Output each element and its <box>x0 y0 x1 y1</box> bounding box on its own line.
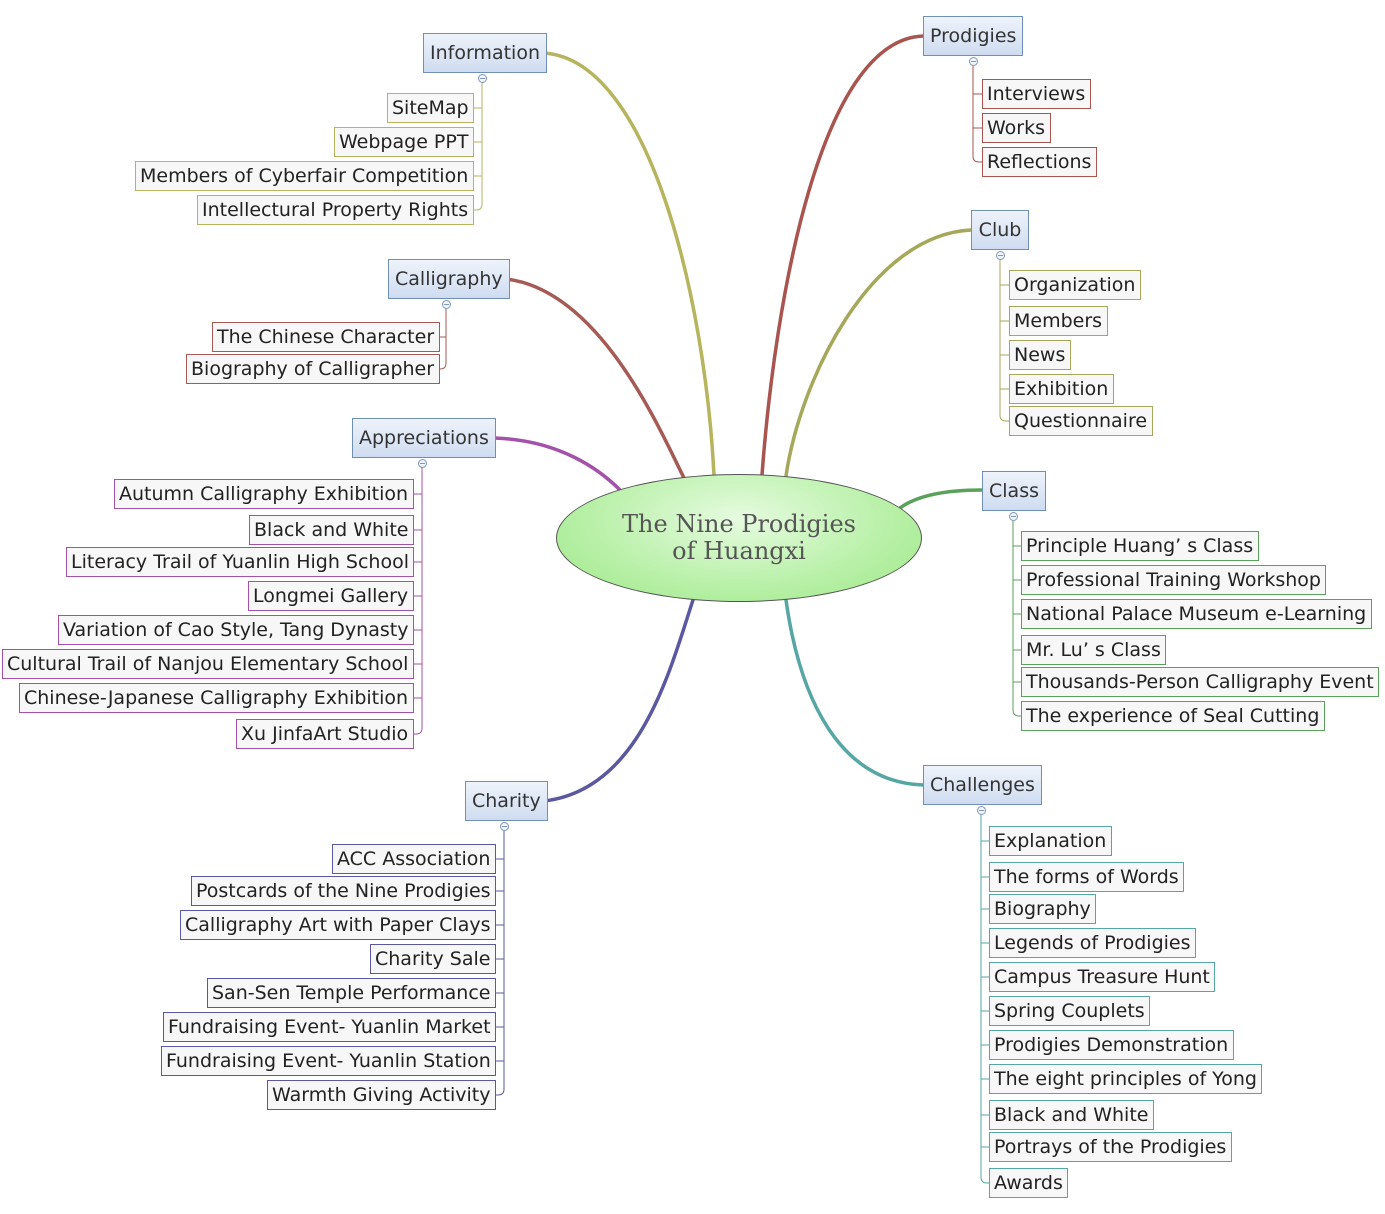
appreciations-subtopic[interactable]: Black and White <box>249 515 414 545</box>
challenges-subtopic[interactable]: Prodigies Demonstration <box>989 1030 1234 1060</box>
class-branch-line <box>898 488 984 510</box>
appreciations-subtopic[interactable]: Xu JinfaArt Studio <box>236 719 414 749</box>
charity-branch-line <box>542 598 695 803</box>
calligraphy-collapse-icon[interactable]: − <box>442 300 451 309</box>
topic-calligraphy[interactable]: Calligraphy <box>388 259 510 299</box>
information-branch-line <box>542 51 716 477</box>
appreciations-subtopic[interactable]: Cultural Trail of Nanjou Elementary Scho… <box>2 649 414 679</box>
charity-subtopic[interactable]: Fundraising Event- Yuanlin Market <box>163 1012 496 1042</box>
appreciations-subtopic[interactable]: Autumn Calligraphy Exhibition <box>114 479 414 509</box>
calligraphy-trunk-line <box>439 308 447 370</box>
club-subtopic[interactable]: Organization <box>1009 270 1141 300</box>
information-subtopic[interactable]: Webpage PPT <box>334 127 474 157</box>
prodigies-collapse-icon[interactable]: − <box>969 57 978 66</box>
club-collapse-icon[interactable]: − <box>996 251 1005 260</box>
club-subtopic[interactable]: News <box>1009 340 1071 370</box>
charity-subtopic[interactable]: Fundraising Event- Yuanlin Station <box>161 1046 496 1076</box>
calligraphy-branch-line <box>504 277 686 480</box>
charity-collapse-icon[interactable]: − <box>500 822 509 831</box>
challenges-subtopic[interactable]: Legends of Prodigies <box>989 928 1196 958</box>
class-collapse-icon[interactable]: − <box>1009 512 1018 521</box>
appreciations-subtopic[interactable]: Variation of Cao Style, Tang Dynasty <box>58 615 414 645</box>
charity-trunk-line <box>497 830 505 1096</box>
club-subtopic[interactable]: Questionnaire <box>1009 406 1153 436</box>
challenges-collapse-icon[interactable]: − <box>977 806 986 815</box>
appreciations-subtopic[interactable]: Longmei Gallery <box>248 581 414 611</box>
class-subtopic[interactable]: The experience of Seal Cutting <box>1021 701 1325 731</box>
challenges-subtopic[interactable]: The eight principles of Yong <box>989 1064 1262 1094</box>
club-branch-line <box>784 228 973 478</box>
topic-class[interactable]: Class <box>982 471 1046 511</box>
prodigies-subtopic[interactable]: Reflections <box>982 147 1097 177</box>
challenges-trunk-line <box>980 814 988 1184</box>
challenges-subtopic[interactable]: Black and White <box>989 1100 1154 1130</box>
charity-subtopic[interactable]: ACC Association <box>332 844 496 874</box>
information-trunk-line <box>475 82 483 211</box>
appreciations-branch-line <box>492 436 622 492</box>
challenges-subtopic[interactable]: Portrays of the Prodigies <box>989 1132 1232 1162</box>
information-subtopic[interactable]: Intellectural Property Rights <box>197 195 474 225</box>
information-subtopic[interactable]: Members of Cyberfair Competition <box>135 161 474 191</box>
prodigies-subtopic[interactable]: Interviews <box>982 79 1091 109</box>
topic-challenges[interactable]: Challenges <box>923 765 1042 805</box>
challenges-subtopic[interactable]: Campus Treasure Hunt <box>989 962 1215 992</box>
central-topic-line-2: of Huangxi <box>672 537 806 565</box>
challenges-subtopic[interactable]: Explanation <box>989 826 1112 856</box>
class-trunk-line <box>1012 520 1020 717</box>
class-subtopic[interactable]: Mr. Lu’ s Class <box>1021 635 1166 665</box>
prodigies-branch-line <box>760 34 925 477</box>
charity-subtopic[interactable]: Charity Sale <box>370 944 496 974</box>
appreciations-trunk-line <box>415 467 423 735</box>
information-subtopic[interactable]: SiteMap <box>387 93 474 123</box>
central-topic[interactable]: The Nine Prodigies of Huangxi <box>556 474 922 602</box>
charity-subtopic[interactable]: Calligraphy Art with Paper Clays <box>180 910 496 940</box>
class-subtopic[interactable]: National Palace Museum e-Learning <box>1021 599 1372 629</box>
central-topic-line-1: The Nine Prodigies <box>622 510 856 538</box>
charity-subtopic[interactable]: Warmth Giving Activity <box>267 1080 496 1110</box>
challenges-branch-line <box>784 598 925 787</box>
appreciations-collapse-icon[interactable]: − <box>418 459 427 468</box>
prodigies-trunk-line <box>972 65 980 163</box>
challenges-subtopic[interactable]: Spring Couplets <box>989 996 1150 1026</box>
challenges-subtopic[interactable]: Awards <box>989 1168 1068 1198</box>
class-subtopic[interactable]: Principle Huang’ s Class <box>1021 531 1259 561</box>
topic-club[interactable]: Club <box>971 210 1029 250</box>
prodigies-subtopic[interactable]: Works <box>982 113 1051 143</box>
appreciations-subtopic[interactable]: Literacy Trail of Yuanlin High School <box>66 547 414 577</box>
class-subtopic[interactable]: Professional Training Workshop <box>1021 565 1326 595</box>
charity-subtopic[interactable]: Postcards of the Nine Prodigies <box>191 876 496 906</box>
topic-prodigies[interactable]: Prodigies <box>923 16 1024 56</box>
club-trunk-line <box>999 259 1007 422</box>
appreciations-subtopic[interactable]: Chinese-Japanese Calligraphy Exhibition <box>19 683 414 713</box>
topic-information[interactable]: Information <box>423 33 547 73</box>
calligraphy-subtopic[interactable]: Biography of Calligrapher <box>186 354 440 384</box>
calligraphy-subtopic[interactable]: The Chinese Character <box>212 322 440 352</box>
topic-charity[interactable]: Charity <box>465 781 548 821</box>
club-subtopic[interactable]: Exhibition <box>1009 374 1114 404</box>
class-subtopic[interactable]: Thousands-Person Calligraphy Event <box>1021 667 1379 697</box>
club-subtopic[interactable]: Members <box>1009 306 1108 336</box>
topic-appreciations[interactable]: Appreciations <box>352 418 496 458</box>
challenges-subtopic[interactable]: The forms of Words <box>989 862 1184 892</box>
challenges-subtopic[interactable]: Biography <box>989 894 1096 924</box>
information-collapse-icon[interactable]: − <box>478 74 487 83</box>
charity-subtopic[interactable]: San-Sen Temple Performance <box>207 978 496 1008</box>
